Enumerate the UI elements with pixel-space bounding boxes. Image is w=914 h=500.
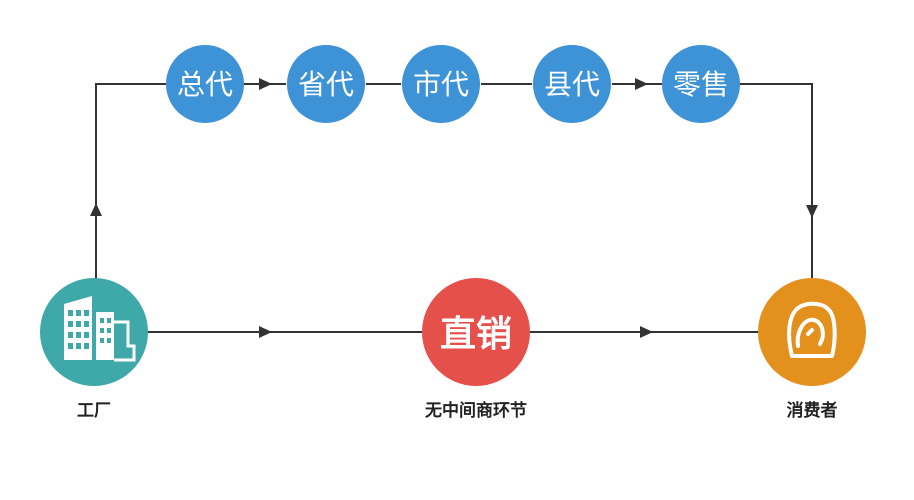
chain-node-label: 总代 [177, 68, 233, 101]
factory-circle [40, 278, 148, 386]
direct-circle [422, 278, 530, 386]
chain-node-shidai: 市代 [402, 45, 480, 123]
arrow-bottom-1 [259, 326, 272, 338]
chain-node-label: 市代 [413, 68, 469, 101]
arrow-chain-1 [259, 78, 272, 90]
chain-node-xiandai: 县代 [533, 45, 611, 123]
chain-node-circle [533, 45, 611, 123]
chain-node-label: 县代 [544, 68, 600, 101]
retail-down-line [740, 83, 813, 282]
building-icon [64, 296, 136, 362]
chain-node-shengdai: 省代 [287, 45, 365, 123]
chain-node-circle [166, 45, 244, 123]
arrow-chain-4 [635, 78, 648, 90]
factory-label: 工厂 [77, 401, 111, 421]
arrow-down [806, 205, 818, 218]
person-icon [787, 301, 837, 358]
factory-up-line [95, 83, 166, 282]
chain-node-circle [662, 45, 740, 123]
arrowheads [90, 78, 818, 338]
direct-label: 无中间商环节 [424, 400, 527, 421]
consumer-label: 消费者 [787, 400, 838, 421]
factory-node: 工厂 [40, 278, 148, 421]
arrow-up [90, 203, 102, 216]
chain-node-label: 零售 [673, 68, 729, 101]
chain-node-lingshou: 零售 [662, 45, 740, 123]
consumer-node: 消费者 [758, 278, 866, 421]
chain-node-circle [287, 45, 365, 123]
chain-node-label: 省代 [298, 68, 354, 101]
direct-text: 直销 [440, 314, 512, 355]
chain-node-zongdai: 总代 [166, 45, 244, 123]
direct-node: 直销 无中间商环节 [422, 278, 530, 421]
arrow-bottom-2 [640, 326, 653, 338]
chain-node-circle [402, 45, 480, 123]
